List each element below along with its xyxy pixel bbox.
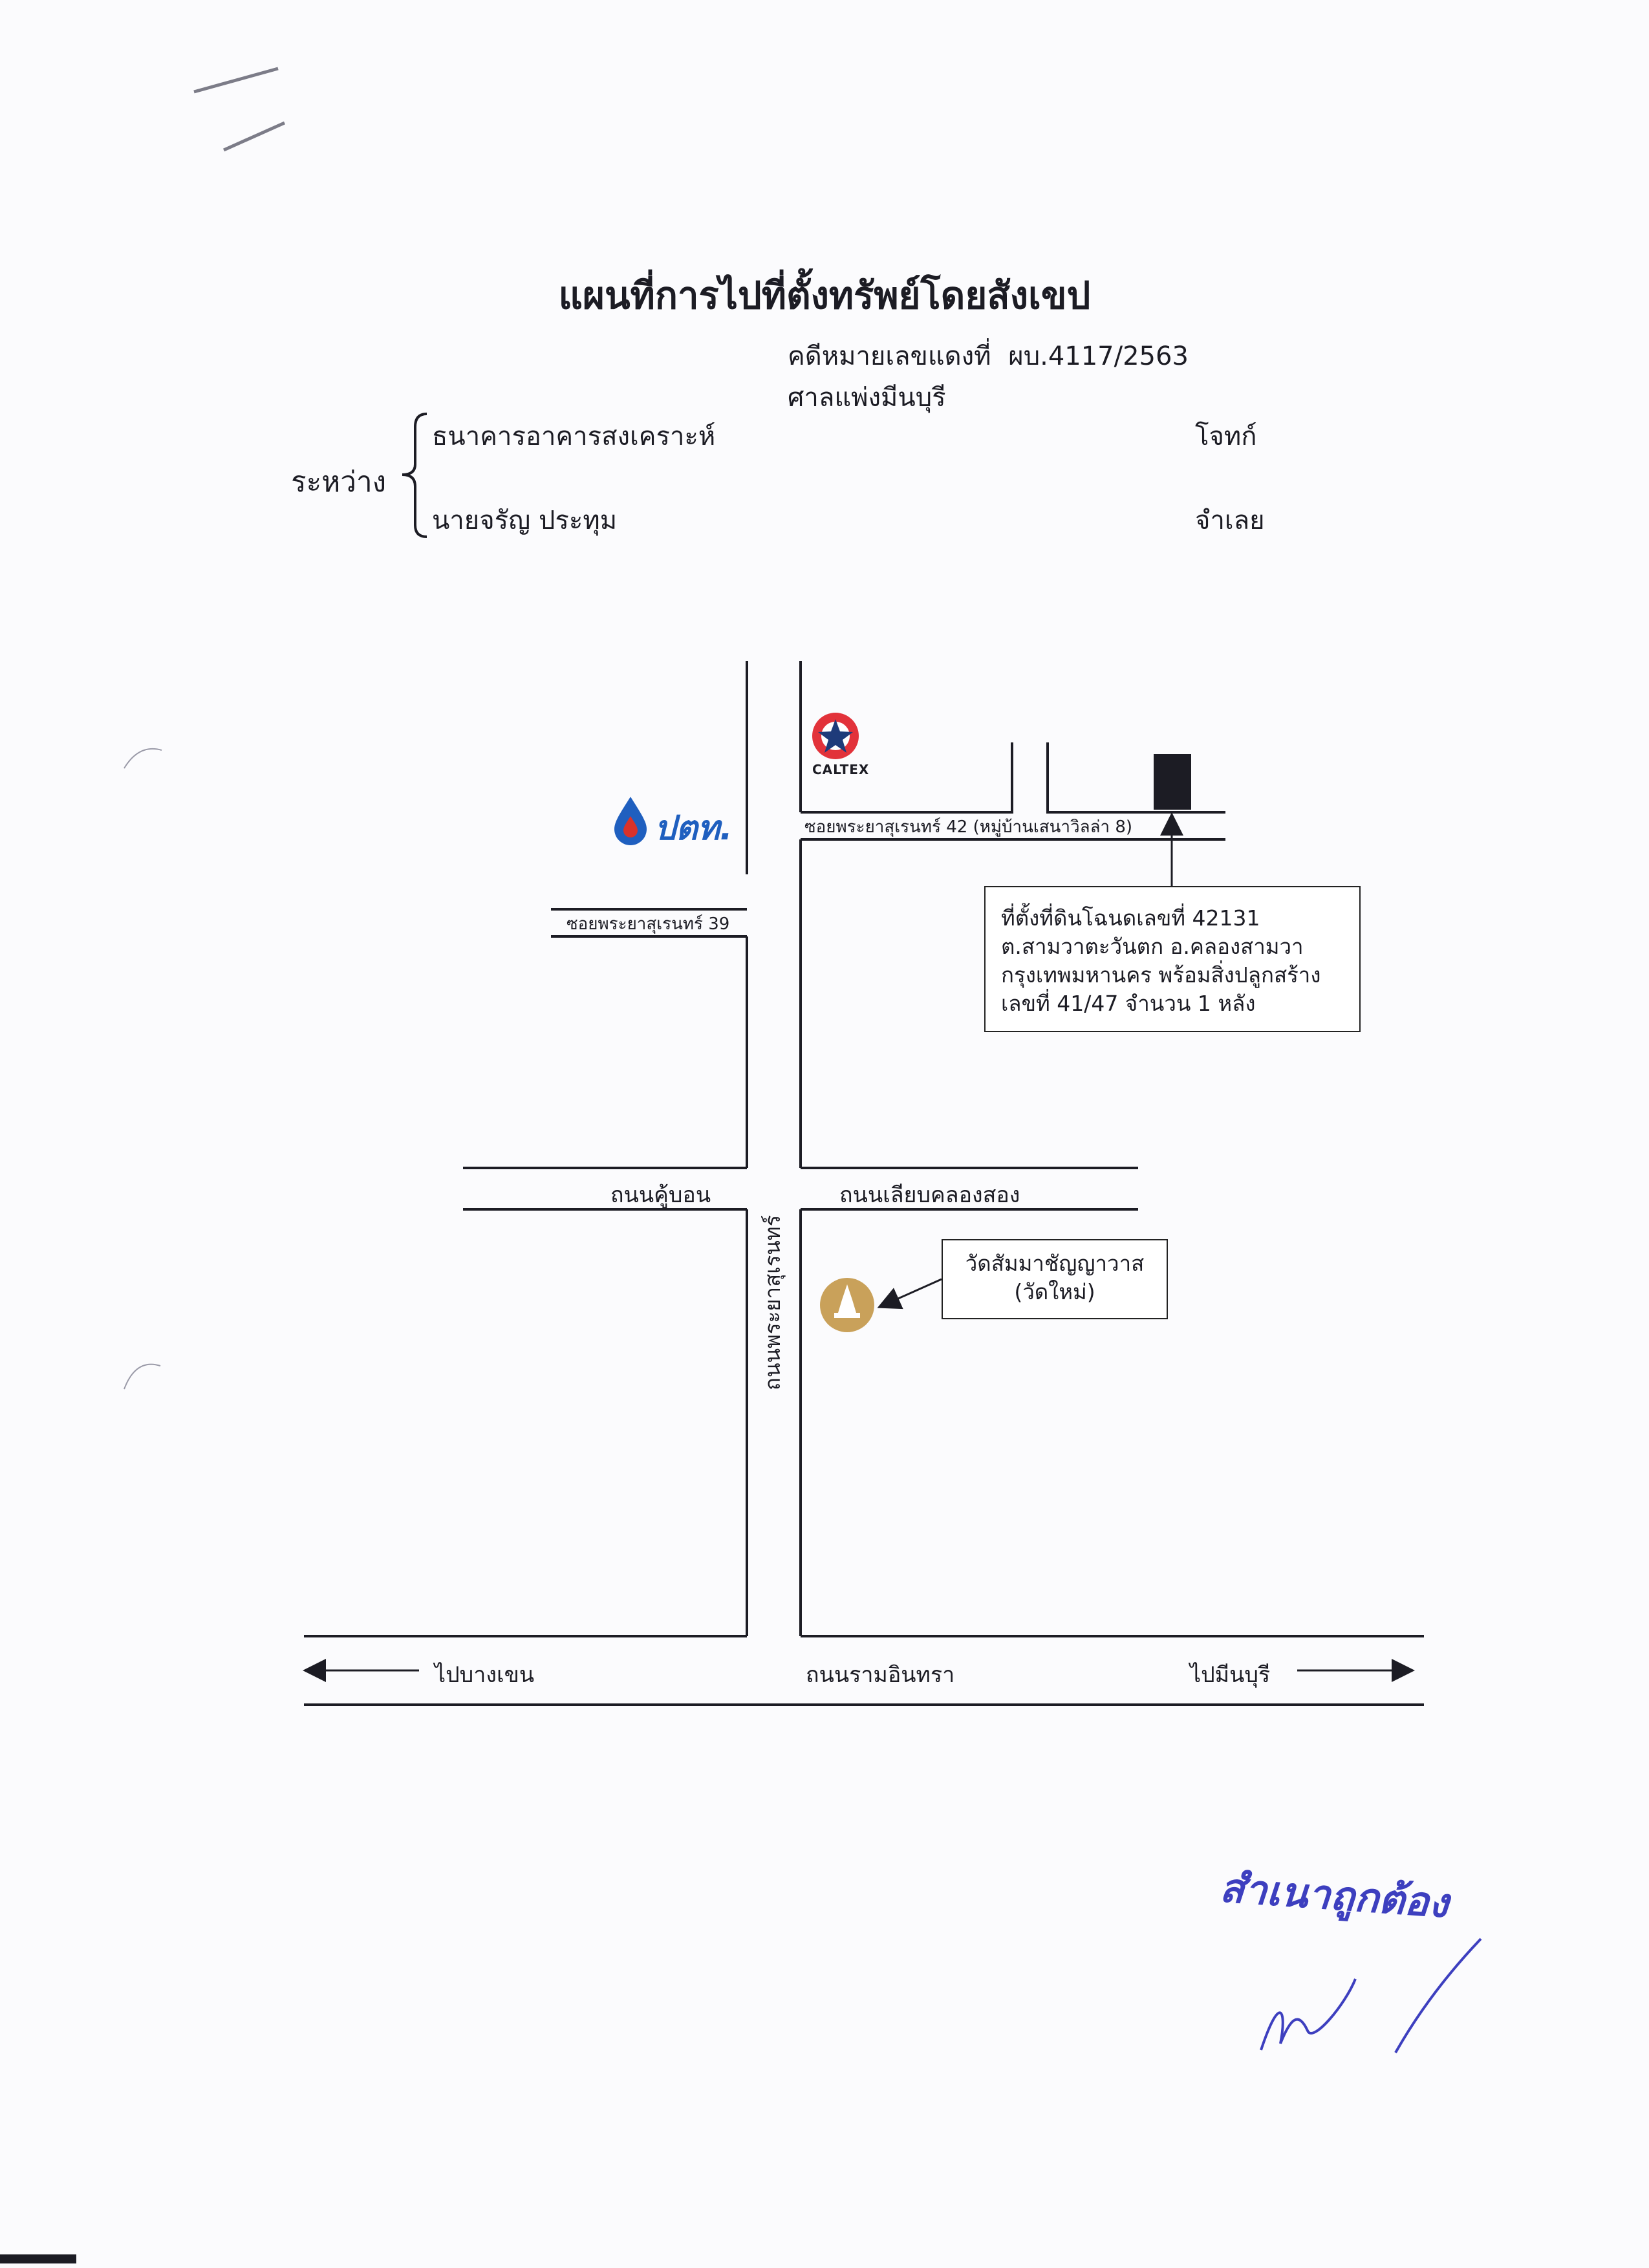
temple-name: วัดสัมมาชัญญาวาส xyxy=(965,1251,1145,1276)
between-brace xyxy=(402,413,427,538)
label-liap-khlong-song: ถนนเลียบคลองสอง xyxy=(839,1182,1020,1208)
label-soi-39: ซอยพระยาสุเรนทร์ 39 xyxy=(566,914,730,934)
case-number-label: คดีหมายเลขแดงที่ xyxy=(788,341,991,371)
case-number: ผบ.4117/2563 xyxy=(1008,341,1189,371)
plaintiff-name: ธนาคารอาคารสงเคราะห์ xyxy=(432,422,716,451)
caltex-label: CALTEX xyxy=(812,762,870,777)
plaintiff-role: โจทก์ xyxy=(1195,422,1257,451)
temple-alt-name: (วัดใหม่) xyxy=(1014,1279,1095,1304)
property-line-2: ต.สามวาตะวันตก อ.คลองสามวา xyxy=(1001,934,1304,959)
property-building-marker xyxy=(1154,754,1191,810)
label-soi-42: ซอยพระยาสุเรนทร์ 42 (หมู่บ้านเสนาวิลล่า … xyxy=(804,817,1133,837)
arrow-temple xyxy=(877,1278,942,1310)
caltex-logo xyxy=(812,713,859,759)
defendant-role: จำเลย xyxy=(1195,506,1265,535)
temple-icon xyxy=(820,1278,874,1332)
ptt-label: ปตท. xyxy=(654,809,733,848)
label-to-min-buri: ไปมีนบุรี xyxy=(1190,1662,1271,1688)
property-info-box: ที่ตั้งที่ดินโฉนดเลขที่ 42131 ต.สามวาตะว… xyxy=(984,886,1361,1032)
property-line-1: ที่ตั้งที่ดินโฉนดเลขที่ 42131 xyxy=(1001,905,1260,931)
scan-edge-mark xyxy=(0,2254,76,2263)
defendant-name: นายจรัญ ประทุม xyxy=(432,506,618,535)
label-to-bang-khen: ไปบางเขน xyxy=(435,1662,535,1688)
between-label: ระหว่าง xyxy=(291,466,387,499)
case-number-line: คดีหมายเลขแดงที่ ผบ.4117/2563 xyxy=(788,335,1189,376)
label-ram-inthra: ถนนรามอินทรา xyxy=(806,1662,955,1688)
ptt-logo xyxy=(614,797,647,845)
label-khu-bon: ถนนคู้บอน xyxy=(610,1182,711,1208)
signature xyxy=(1260,1938,1482,2053)
property-line-4: เลขที่ 41/47 จำนวน 1 หลัง xyxy=(1001,991,1256,1016)
label-phraya-suren: ถนนพระยาสุเรนทร์ xyxy=(760,1215,785,1390)
property-line-3: กรุงเทพมหานคร พร้อมสิ่งปลูกสร้าง xyxy=(1001,962,1321,988)
document-title: แผนที่การไปที่ตั้งทรัพย์โดยสังเขป xyxy=(558,274,1091,318)
temple-info-box: วัดสัมมาชัญญาวาส (วัดใหม่) xyxy=(942,1239,1168,1319)
court-name: ศาลแพ่งมีนบุรี xyxy=(788,383,946,413)
